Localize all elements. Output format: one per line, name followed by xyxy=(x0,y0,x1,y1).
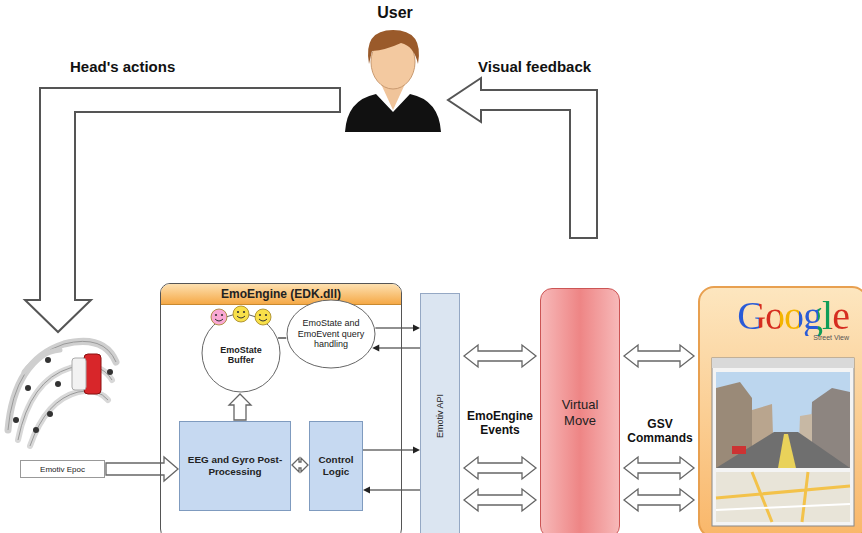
block-arrow xyxy=(464,457,536,479)
node-title: Emotiv API xyxy=(435,393,445,437)
feedback-arrows xyxy=(25,78,597,332)
node-subtitle: Street View xyxy=(813,334,849,341)
node-title: EmoState and EmoEvent query handling xyxy=(294,318,368,349)
annotation-label: EmoEngine Events xyxy=(463,410,537,438)
node-title: EmoEngine (EDK.dll) xyxy=(221,287,341,301)
node-title: Emotiv Epoc xyxy=(40,465,85,474)
device-label-box: Emotiv Epoc xyxy=(20,460,105,478)
application-box: Virtual Move xyxy=(540,288,620,533)
signal-line xyxy=(372,345,420,352)
node-title: Control Logic xyxy=(314,454,358,478)
node-text-group: EmoEngine (EDK.dll) xyxy=(161,284,401,305)
process-box: EEG and Gyro Post-Processing xyxy=(179,421,291,511)
signal-line xyxy=(363,447,420,454)
process-box: Control Logic xyxy=(309,421,363,511)
node-text-group: EEG and Gyro Post-Processing xyxy=(180,454,290,478)
visual-feedback-arrow xyxy=(448,78,597,238)
node-title: EmoState Buffer xyxy=(210,345,272,366)
user-icon xyxy=(345,30,441,132)
node-text-group: Emotiv Epoc xyxy=(40,465,85,474)
node-title: Google xyxy=(737,296,849,336)
block-arrow xyxy=(624,489,694,511)
signal-line xyxy=(278,338,286,339)
node-text-group: Control Logic xyxy=(310,454,362,478)
block-arrow xyxy=(292,458,308,472)
annotation-label: Visual feedback xyxy=(478,58,628,75)
smiley-face xyxy=(211,309,227,325)
user-hair xyxy=(368,30,419,64)
node-text-group: GoogleStreet View xyxy=(709,296,849,341)
annotation-label: User xyxy=(363,4,427,22)
street-view-panel: GoogleStreet View xyxy=(698,286,862,533)
buffer-circle: EmoState Buffer xyxy=(201,313,281,393)
smiley-face xyxy=(255,309,271,325)
node-text-group: Virtual Move xyxy=(549,397,611,428)
signal-line xyxy=(363,487,420,494)
node-text-group: Emotiv API xyxy=(418,411,462,421)
signal-line xyxy=(375,325,420,332)
node-title: Virtual Move xyxy=(549,397,611,428)
node-title: EEG and Gyro Post-Processing xyxy=(184,454,286,478)
block-arrow xyxy=(624,457,694,479)
annotation-label: Head's actions xyxy=(70,58,220,75)
block-arrow xyxy=(624,345,694,367)
headset-illustration xyxy=(8,341,116,446)
street-view-screenshot xyxy=(712,358,854,526)
emostate-smileys xyxy=(201,307,281,337)
block-arrow xyxy=(229,394,251,420)
api-bar: Emotiv API xyxy=(420,293,460,533)
query-ellipse: EmoState and EmoEvent query handling xyxy=(286,299,376,369)
block-arrow xyxy=(464,345,536,367)
node-text-group: EmoState Buffer xyxy=(210,345,272,366)
smiley-face xyxy=(233,306,249,322)
block-arrow xyxy=(464,489,536,511)
block-arrow xyxy=(106,457,178,481)
annotation-label: GSV Commands xyxy=(626,418,694,446)
engine-container: EmoEngine (EDK.dll) EmoState Buffer EmoSta… xyxy=(160,283,402,533)
node-text-group: EmoState and EmoEvent query handling xyxy=(294,318,368,349)
